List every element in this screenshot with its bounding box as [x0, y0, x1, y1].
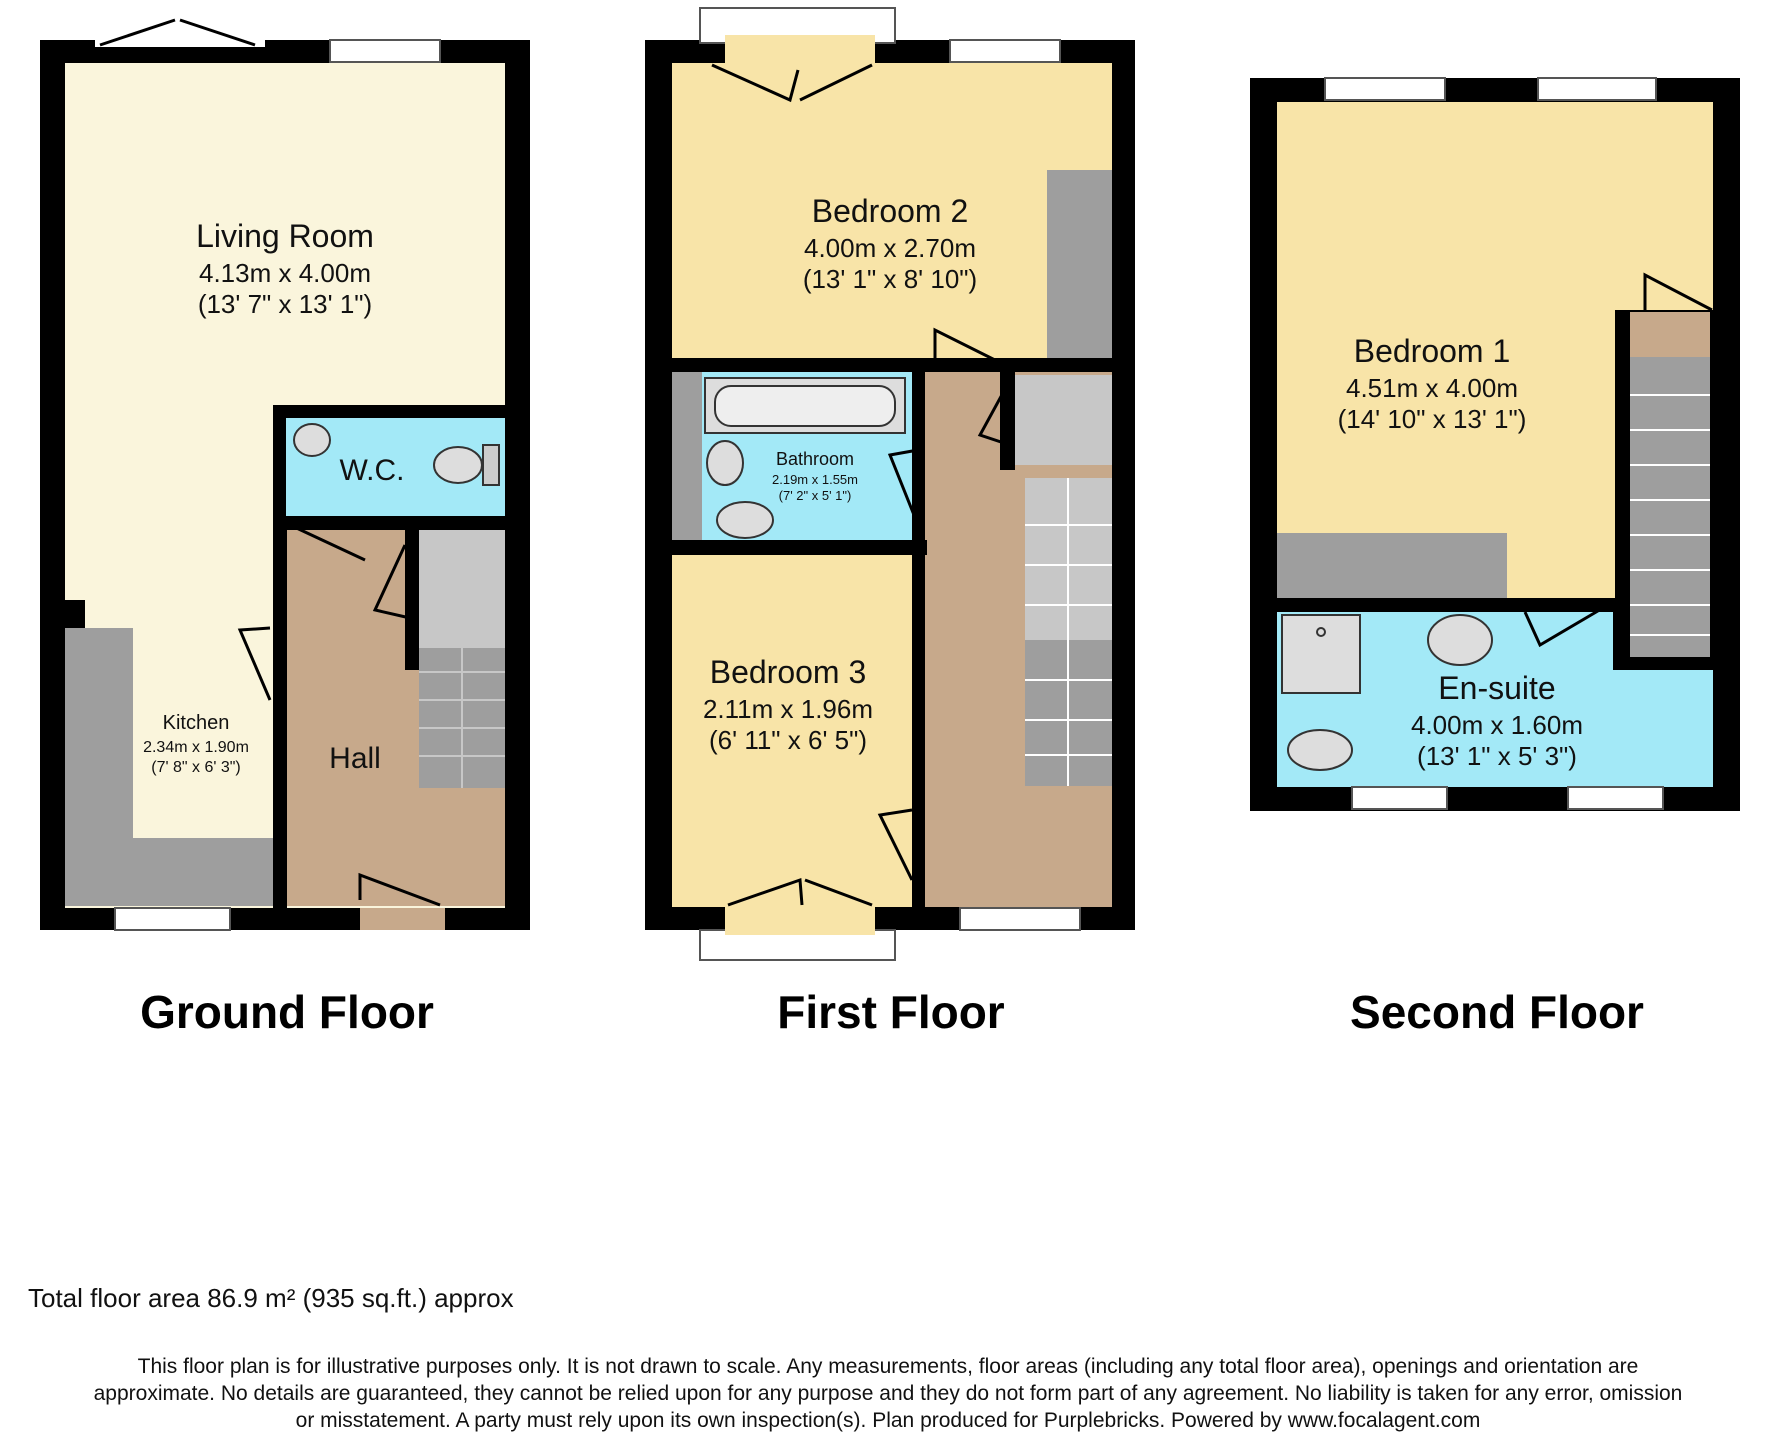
- floor-title-second: Second Floor: [1350, 986, 1644, 1038]
- living-room-metric: 4.13m x 4.00m: [199, 258, 371, 288]
- shower-icon: [1281, 614, 1361, 694]
- window: [949, 39, 1061, 63]
- floor-title-first: First Floor: [777, 986, 1005, 1038]
- bedroom2-metric: 4.00m x 2.70m: [804, 233, 976, 263]
- ensuite-metric: 4.00m x 1.60m: [1411, 710, 1583, 740]
- kitchen-imperial: (7' 8" x 6' 3"): [151, 759, 241, 776]
- living-room-imperial: (13' 7" x 13' 1"): [198, 289, 372, 319]
- kitchen-name: Kitchen: [163, 712, 230, 734]
- window: [114, 907, 231, 931]
- disclaimer-line: This floor plan is for illustrative purp…: [137, 1355, 1639, 1378]
- wardrobe: [1277, 533, 1507, 598]
- ground-floor-plan: [40, 18, 530, 931]
- second-floor-plan: [1250, 77, 1740, 811]
- floor-title-ground: Ground Floor: [140, 986, 434, 1038]
- living-room-name: Living Room: [196, 218, 374, 254]
- bathroom-metric: 2.19m x 1.55m: [772, 472, 858, 487]
- window: [1324, 77, 1446, 101]
- basin-icon: [706, 440, 744, 486]
- bedroom2-name: Bedroom 2: [812, 193, 969, 229]
- disclaimer-line: approximate. No details are guaranteed, …: [93, 1382, 1683, 1405]
- bedroom3-name: Bedroom 3: [710, 654, 867, 690]
- window: [329, 39, 441, 63]
- first-floor-plan: [645, 7, 1135, 961]
- disclaimer: This floor plan is for illustrative purp…: [0, 1353, 1776, 1434]
- hall-cupboard: [419, 530, 505, 650]
- window: [959, 907, 1081, 931]
- toilet-icon: [716, 501, 774, 539]
- kitchen-units-bottom: [65, 838, 275, 906]
- patio-door: [95, 35, 265, 47]
- toilet-icon: [433, 446, 483, 484]
- bathroom-imperial: (7' 2" x 5' 1"): [779, 488, 852, 503]
- ensuite-name: En-suite: [1438, 670, 1555, 706]
- wc-name: W.C.: [340, 454, 405, 487]
- floor-titles: Ground Floor First Floor Second Floor: [140, 986, 1644, 1038]
- bedroom1-name: Bedroom 1: [1354, 333, 1511, 369]
- hall-wall-left: [273, 525, 287, 908]
- second-stairs: [1630, 312, 1710, 657]
- bedroom3-metric: 2.11m x 1.96m: [703, 694, 873, 724]
- bathroom-name: Bathroom: [776, 449, 854, 469]
- basin-icon: [293, 423, 331, 457]
- front-door-gap: [360, 908, 445, 930]
- toilet-icon: [1287, 729, 1353, 771]
- bedroom1-metric: 4.51m x 4.00m: [1346, 373, 1518, 403]
- bedroom1-imperial: (14' 10" x 13' 1"): [1338, 404, 1527, 434]
- bedroom2-area: [672, 63, 1112, 358]
- total-floor-area: Total floor area 86.9 m² (935 sq.ft.) ap…: [28, 1283, 514, 1313]
- window: [1537, 77, 1657, 101]
- hall-cupboard-wall: [405, 525, 419, 670]
- landing-cupboard: [1015, 375, 1112, 465]
- window: [1567, 786, 1664, 810]
- window: [1351, 786, 1448, 810]
- wardrobe: [1047, 170, 1112, 358]
- bedroom3-area: [672, 555, 912, 907]
- bedroom2-imperial: (13' 1" x 8' 10"): [803, 264, 977, 294]
- kitchen-metric: 2.34m x 1.90m: [143, 739, 249, 756]
- ensuite-imperial: (13' 1" x 5' 3"): [1417, 741, 1577, 771]
- disclaimer-line: or misstatement. A party must rely upon …: [295, 1409, 1481, 1432]
- room-labels: Living Room 4.13m x 4.00m (13' 7" x 13' …: [143, 193, 1583, 776]
- hall-name: Hall: [329, 742, 381, 775]
- basin-icon: [1427, 614, 1493, 666]
- bedroom3-imperial: (6' 11" x 6' 5"): [709, 725, 867, 755]
